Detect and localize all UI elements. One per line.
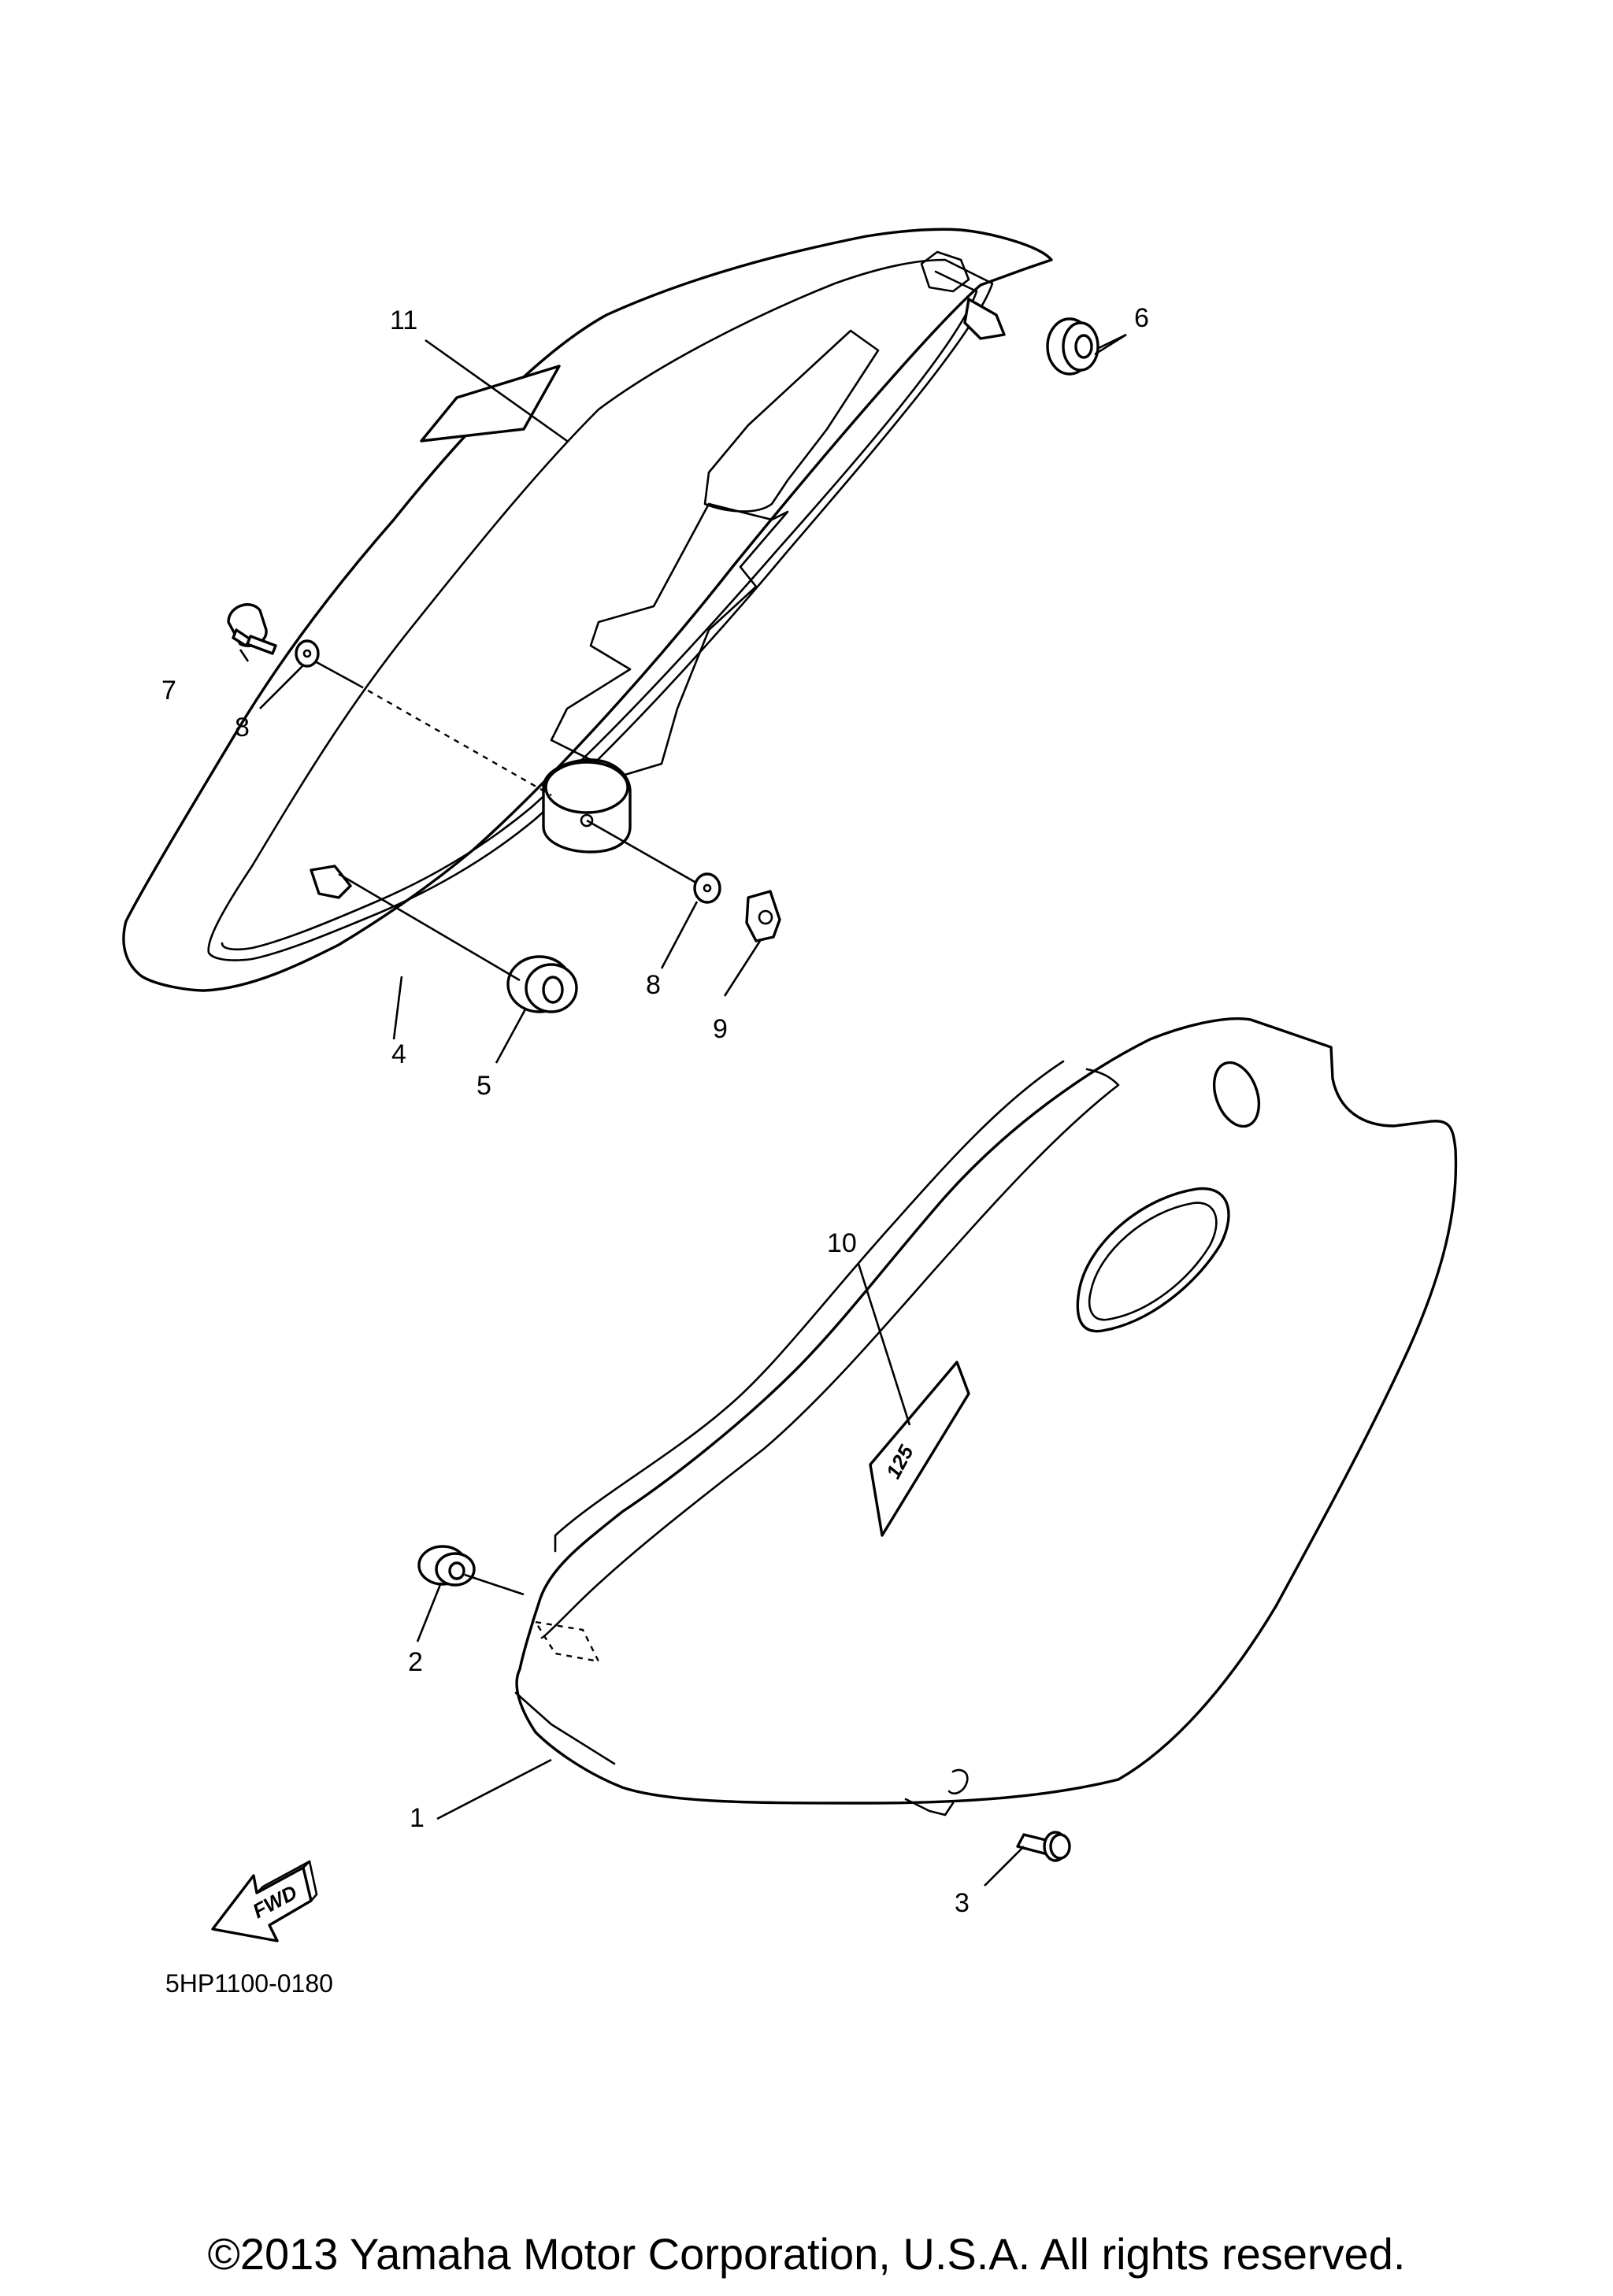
callout-5: 5 — [476, 1071, 491, 1101]
callout-8-upper: 8 — [235, 713, 250, 742]
callout-labels: 1 2 3 4 5 6 7 8 8 9 10 11 — [161, 303, 1149, 1918]
callout-8-lower: 8 — [646, 970, 661, 1000]
washer-upper — [295, 639, 320, 668]
callout-6: 6 — [1134, 303, 1149, 333]
callout-1: 1 — [410, 1803, 425, 1833]
emblem-125: 125 — [869, 1361, 970, 1537]
callout-4: 4 — [391, 1039, 406, 1069]
diagram-code: 5HP1100-0180 — [165, 1969, 333, 1998]
callout-11: 11 — [390, 306, 417, 335]
grommet-upper — [1046, 317, 1099, 376]
clip-nut — [745, 890, 781, 942]
inner-side-cover-frame — [122, 228, 1053, 992]
screw-7 — [227, 603, 277, 655]
washer-lower — [693, 872, 721, 904]
callout-7: 7 — [161, 676, 176, 705]
callout-2: 2 — [408, 1647, 423, 1677]
side-cover — [514, 1017, 1458, 1816]
caution-label — [420, 365, 561, 443]
bolt-3 — [1016, 1831, 1071, 1862]
callout-10: 10 — [827, 1228, 857, 1258]
callout-9: 9 — [713, 1014, 728, 1044]
copyright-notice: ©2013 Yamaha Motor Corporation, U.S.A. A… — [207, 2229, 1406, 2279]
grommet-side-cover — [417, 1545, 476, 1587]
callout-3: 3 — [955, 1888, 970, 1918]
grommet-lower — [506, 955, 578, 1013]
forward-arrow-icon: FWD — [211, 1860, 318, 1942]
leader-lines — [239, 333, 1127, 1887]
